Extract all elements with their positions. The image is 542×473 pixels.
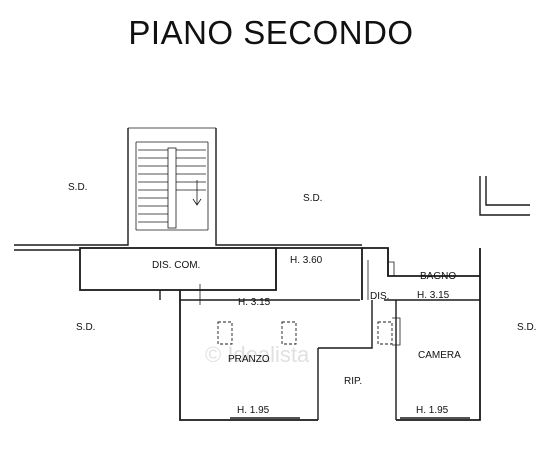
stair-treads <box>138 149 206 223</box>
label-height-pranzo: H. 3.15 <box>238 297 271 308</box>
internal-partitions <box>317 248 480 420</box>
stair-direction-arrow <box>192 180 202 206</box>
label-dis: DIS. <box>370 291 389 302</box>
label-dis-com: DIS. COM. <box>152 260 200 271</box>
staircase <box>80 127 250 246</box>
watermark: © Idealista <box>205 342 310 367</box>
label-rip: RIP. <box>344 376 362 387</box>
label-sd-top-left: S.D. <box>68 182 87 193</box>
label-sd-left: S.D. <box>76 322 95 333</box>
plan-title: PIANO SECONDO <box>128 14 414 51</box>
label-sd-right: S.D. <box>517 322 536 333</box>
label-height-bagno: H. 3.15 <box>417 290 450 301</box>
label-height-camera: H. 1.95 <box>416 405 449 416</box>
label-bagno: BAGNO <box>420 271 456 282</box>
label-pranzo: PRANZO <box>228 354 270 365</box>
label-height-pranzo-top: H. 3.60 <box>290 255 323 266</box>
dashed-pillars <box>217 321 393 345</box>
common-corridor <box>14 244 362 305</box>
label-sd-top-center: S.D. <box>303 193 322 204</box>
right-exterior <box>479 176 530 216</box>
label-height-pranzo-bottom: H. 1.95 <box>237 405 270 416</box>
label-camera: CAMERA <box>418 350 461 361</box>
